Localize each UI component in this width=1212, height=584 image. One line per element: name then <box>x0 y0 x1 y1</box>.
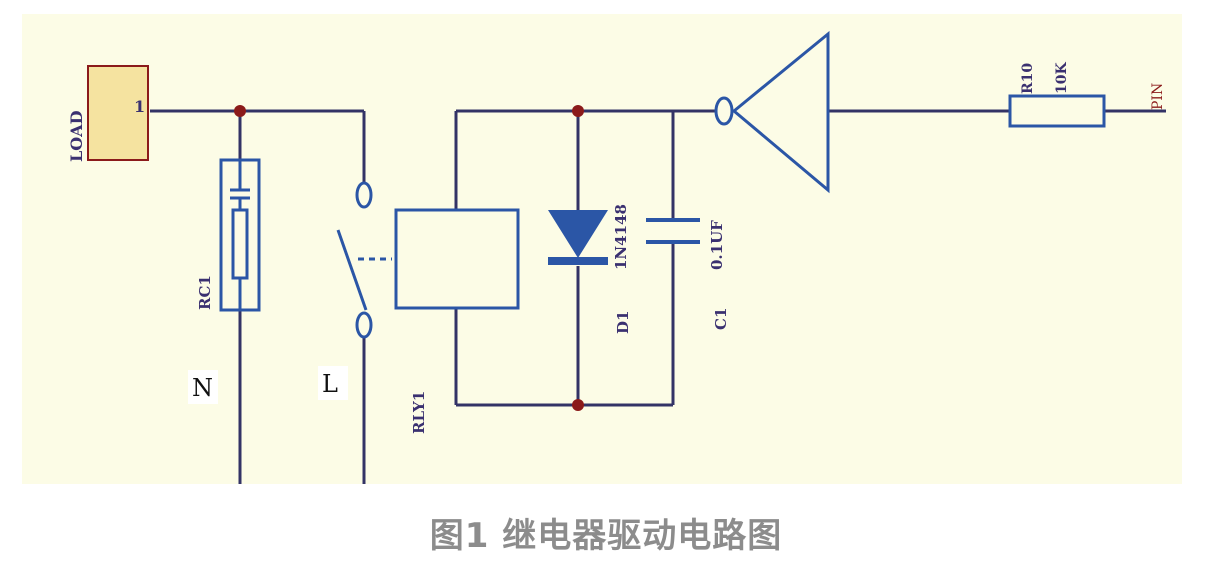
l-label-bg <box>318 366 348 400</box>
relay-coil <box>394 208 520 310</box>
relay-switch <box>336 181 392 339</box>
diode-part-label: 1N4148 <box>612 204 630 270</box>
rly1-label: RLY1 <box>410 391 428 434</box>
diode-cathode-bar <box>548 257 608 265</box>
wires <box>150 109 1166 484</box>
pin-label: PIN <box>1150 83 1166 110</box>
diode-d1 <box>548 210 608 265</box>
junction-dot <box>572 105 584 117</box>
diode-body <box>548 210 608 258</box>
cap-ref-label: C1 <box>712 308 730 330</box>
load-pin-label: 1 <box>134 97 145 116</box>
figure-caption: 图1 继电器驱动电路图 <box>429 516 783 556</box>
schematic-background <box>22 14 1182 484</box>
resistor-r10 <box>1008 94 1106 128</box>
junction-dot <box>572 399 584 411</box>
load-label: LOAD <box>67 110 86 162</box>
load-box <box>87 65 149 161</box>
switch-contact-top <box>355 181 373 209</box>
res-value-label: 10K <box>1054 62 1070 94</box>
l-label: L <box>322 370 338 398</box>
relay-driver-schematic: 1 LOAD RC1 N L RLY1 1N4148 D1 0.1UF C1 <box>22 14 1182 484</box>
cap-value-label: 0.1UF <box>708 220 726 270</box>
diode-ref-label: D1 <box>614 311 632 334</box>
switch-blade <box>336 229 368 311</box>
rc1-component <box>219 158 261 312</box>
n-label: N <box>192 374 213 402</box>
inverter-buffer <box>714 30 830 194</box>
junctions <box>234 105 584 411</box>
buffer-triangle <box>731 30 830 194</box>
junction-dot <box>234 105 246 117</box>
capacitor-c1 <box>646 218 700 244</box>
n-label-bg <box>188 370 218 404</box>
res-ref-label: R10 <box>1020 63 1036 94</box>
rc1-label: RC1 <box>196 275 214 310</box>
switch-contact-bottom <box>355 311 373 339</box>
